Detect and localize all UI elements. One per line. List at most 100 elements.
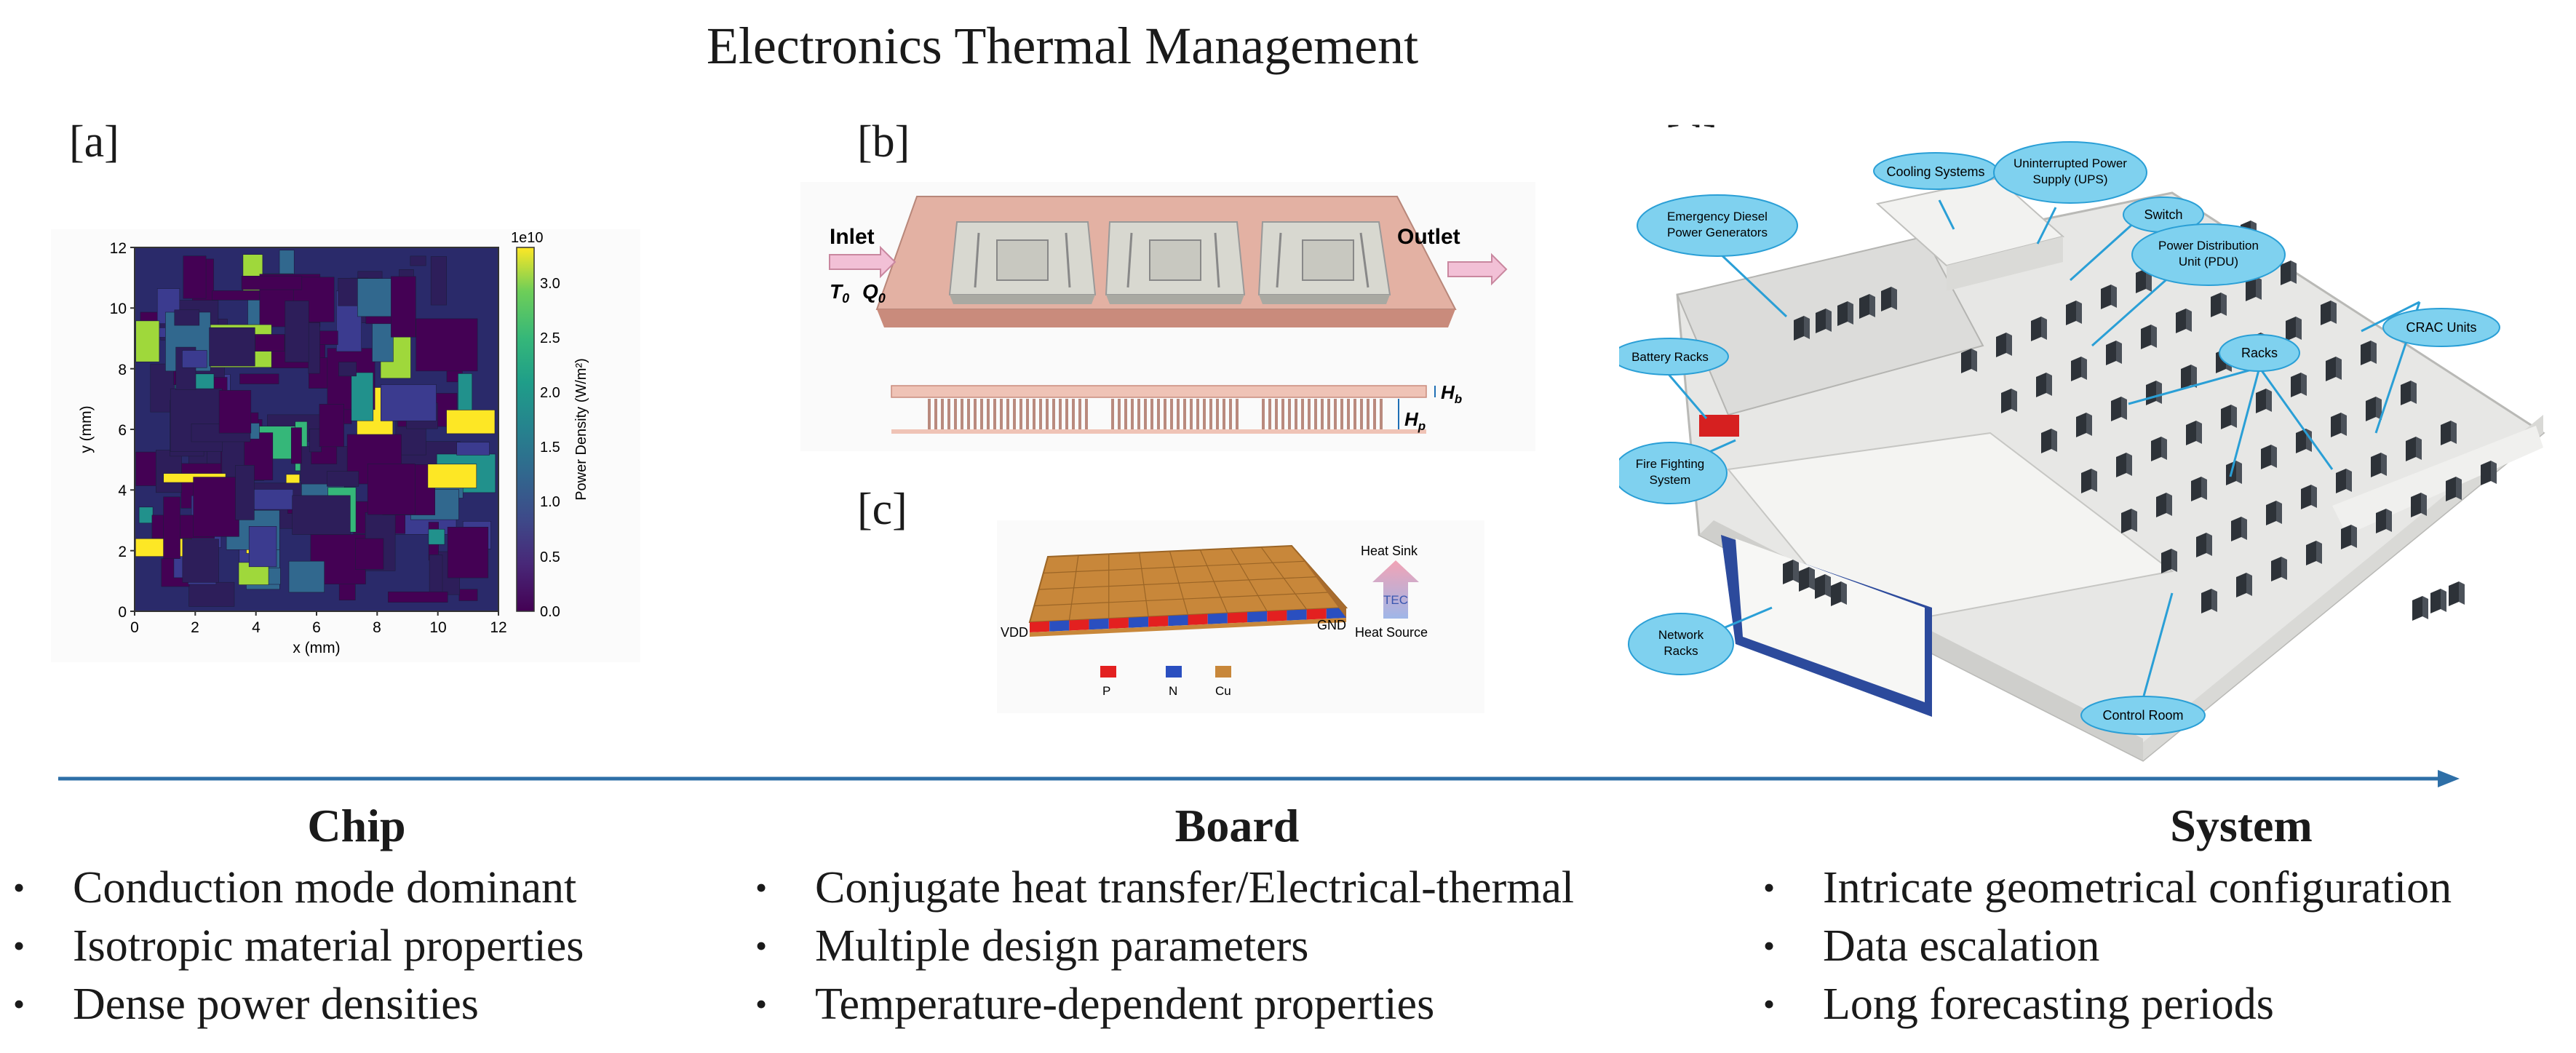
colorbar-label: Power Density (W/m²) [573,358,589,501]
heatmap-xticks: 0 2 4 6 8 10 12 [130,611,507,636]
fin [1308,399,1311,429]
fin [954,399,957,429]
callout-pdu: Power Distribution Unit (PDU) [2131,223,2286,286]
xtick-6: 6 [312,619,321,636]
fin [993,399,996,429]
scale-arrow [58,770,2460,787]
ytick-12: 12 [110,240,127,257]
rack [2296,429,2306,453]
rack [1831,581,1841,606]
fin [1321,399,1324,429]
rack [2121,509,2131,533]
heatmap-block [351,372,374,421]
heatmap-block [239,373,279,384]
rack-side [2166,493,2172,516]
fin [1039,399,1042,429]
rack-side [2186,309,2192,332]
rack-side [2456,477,2462,500]
tec-label: TEC [1383,593,1408,607]
rack-side [2196,421,2202,444]
rack-side [1804,316,1810,339]
svg-text:Switch: Switch [2144,207,2182,222]
fin [1229,399,1232,429]
fin [1164,399,1166,429]
rack-side [1891,287,1897,310]
rack [1799,567,1809,592]
fin [1157,399,1160,429]
fin [1196,399,1199,429]
heatmap-block [250,423,260,440]
heatmap-block [248,525,277,568]
rack [1783,560,1793,584]
heatmap-block [354,538,384,570]
svg-text:Power Distribution: Power Distribution [2158,239,2259,253]
rack [2291,373,2301,397]
tec-leg [1227,612,1248,624]
q0-label: Q0 [862,280,886,306]
heatmap-block [380,384,437,421]
rack-side [2246,573,2252,596]
fin [1295,399,1297,429]
heat-sink-label: Heat Sink [1361,544,1418,558]
system-list: •Intricate geometrical configuration •Da… [1750,859,2452,1033]
tec-leg [1267,610,1287,621]
heatmap-block [163,496,180,559]
rack-side [2451,421,2457,444]
heatmap-block [235,465,255,520]
rack [2186,421,2196,445]
rack [1816,309,1826,333]
rack [1859,294,1869,319]
cross-section-top [891,385,1427,398]
fin [1288,399,1291,429]
rack-side [2041,317,2047,340]
fin [1144,399,1147,429]
fin [1006,399,1009,429]
rack [2001,389,2011,413]
svg-text:System: System [1650,473,1691,487]
legend-n-swatch [1166,666,1182,678]
ytick-2: 2 [118,544,127,560]
rack-side [2211,589,2217,612]
fin [974,399,977,429]
wall-right [2143,415,2543,760]
tec-leg [1188,613,1208,625]
rack [2031,317,2041,341]
colorbar-ticks: 0.0 0.5 1.0 1.5 2.0 2.5 3.0 [540,276,560,620]
colorbar [516,247,535,612]
fin [1019,399,1022,429]
list-item: •Multiple design parameters [755,921,1309,971]
tec-grid-line [1043,560,1305,574]
fin [1347,399,1350,429]
panel-a-label: [a] [69,117,119,167]
rack [2161,549,2171,573]
rack [2481,461,2491,485]
fin [1281,399,1284,429]
rack [2136,269,2146,293]
heatmap-block [308,322,320,374]
fin [1327,399,1330,429]
list-item: •Long forecasting periods [1763,980,2274,1029]
fin [1046,399,1049,429]
rack [2336,469,2346,493]
heatmap-block [327,471,359,487]
rack-side [2151,325,2157,348]
fin [980,399,983,429]
rack [2406,437,2416,461]
fin [961,399,963,429]
rack-side [2206,533,2212,556]
heatmap-block [357,278,392,317]
legend-cu-label: Cu [1215,684,1231,698]
rack [2412,596,2422,621]
rack [2271,557,2281,581]
ytick-8: 8 [118,362,127,378]
fin [934,399,937,429]
svg-text:1.0: 1.0 [540,494,560,510]
rack [2341,525,2351,549]
rack-side [2266,389,2272,412]
rack [2211,293,2221,317]
rack [2236,573,2246,597]
rack-side [2276,501,2282,524]
panel-b-label: [b] [857,117,910,167]
rack-side [1841,581,1847,605]
rack-side [2351,525,2357,548]
